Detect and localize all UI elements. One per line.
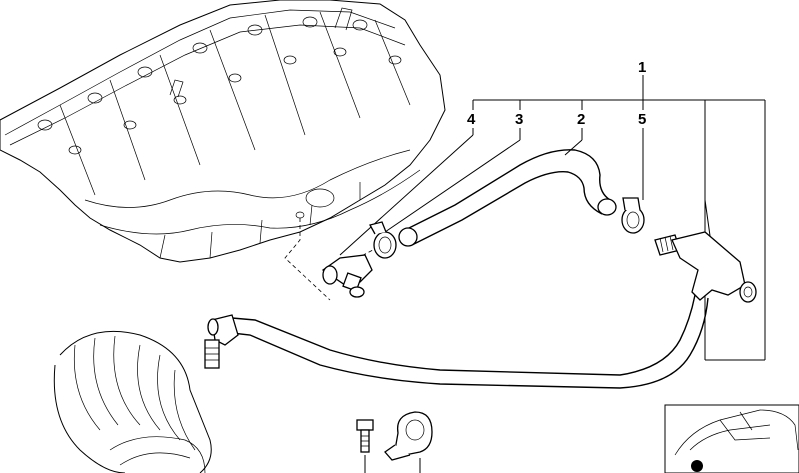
- angle-fitting: [321, 254, 373, 298]
- bolt: [356, 419, 374, 473]
- callout-2: 2: [577, 111, 585, 128]
- intake-boot: [53, 330, 212, 473]
- vehicle-locator: [664, 404, 799, 473]
- vent-line: [204, 231, 757, 389]
- callout-3: 3: [515, 111, 523, 128]
- callout-5: 5: [638, 111, 646, 128]
- location-marker-icon: [691, 460, 703, 472]
- assembly-leader: [284, 218, 331, 301]
- intake-manifold: [0, 0, 446, 263]
- hose-clamp: [369, 221, 397, 259]
- callout-4: 4: [467, 111, 476, 128]
- callout-1: 1: [638, 59, 646, 76]
- hose-clamp-2: [621, 197, 645, 234]
- callout-bracket: [339, 75, 766, 361]
- pipe-clip: [384, 411, 433, 473]
- vent-hose: [398, 149, 617, 247]
